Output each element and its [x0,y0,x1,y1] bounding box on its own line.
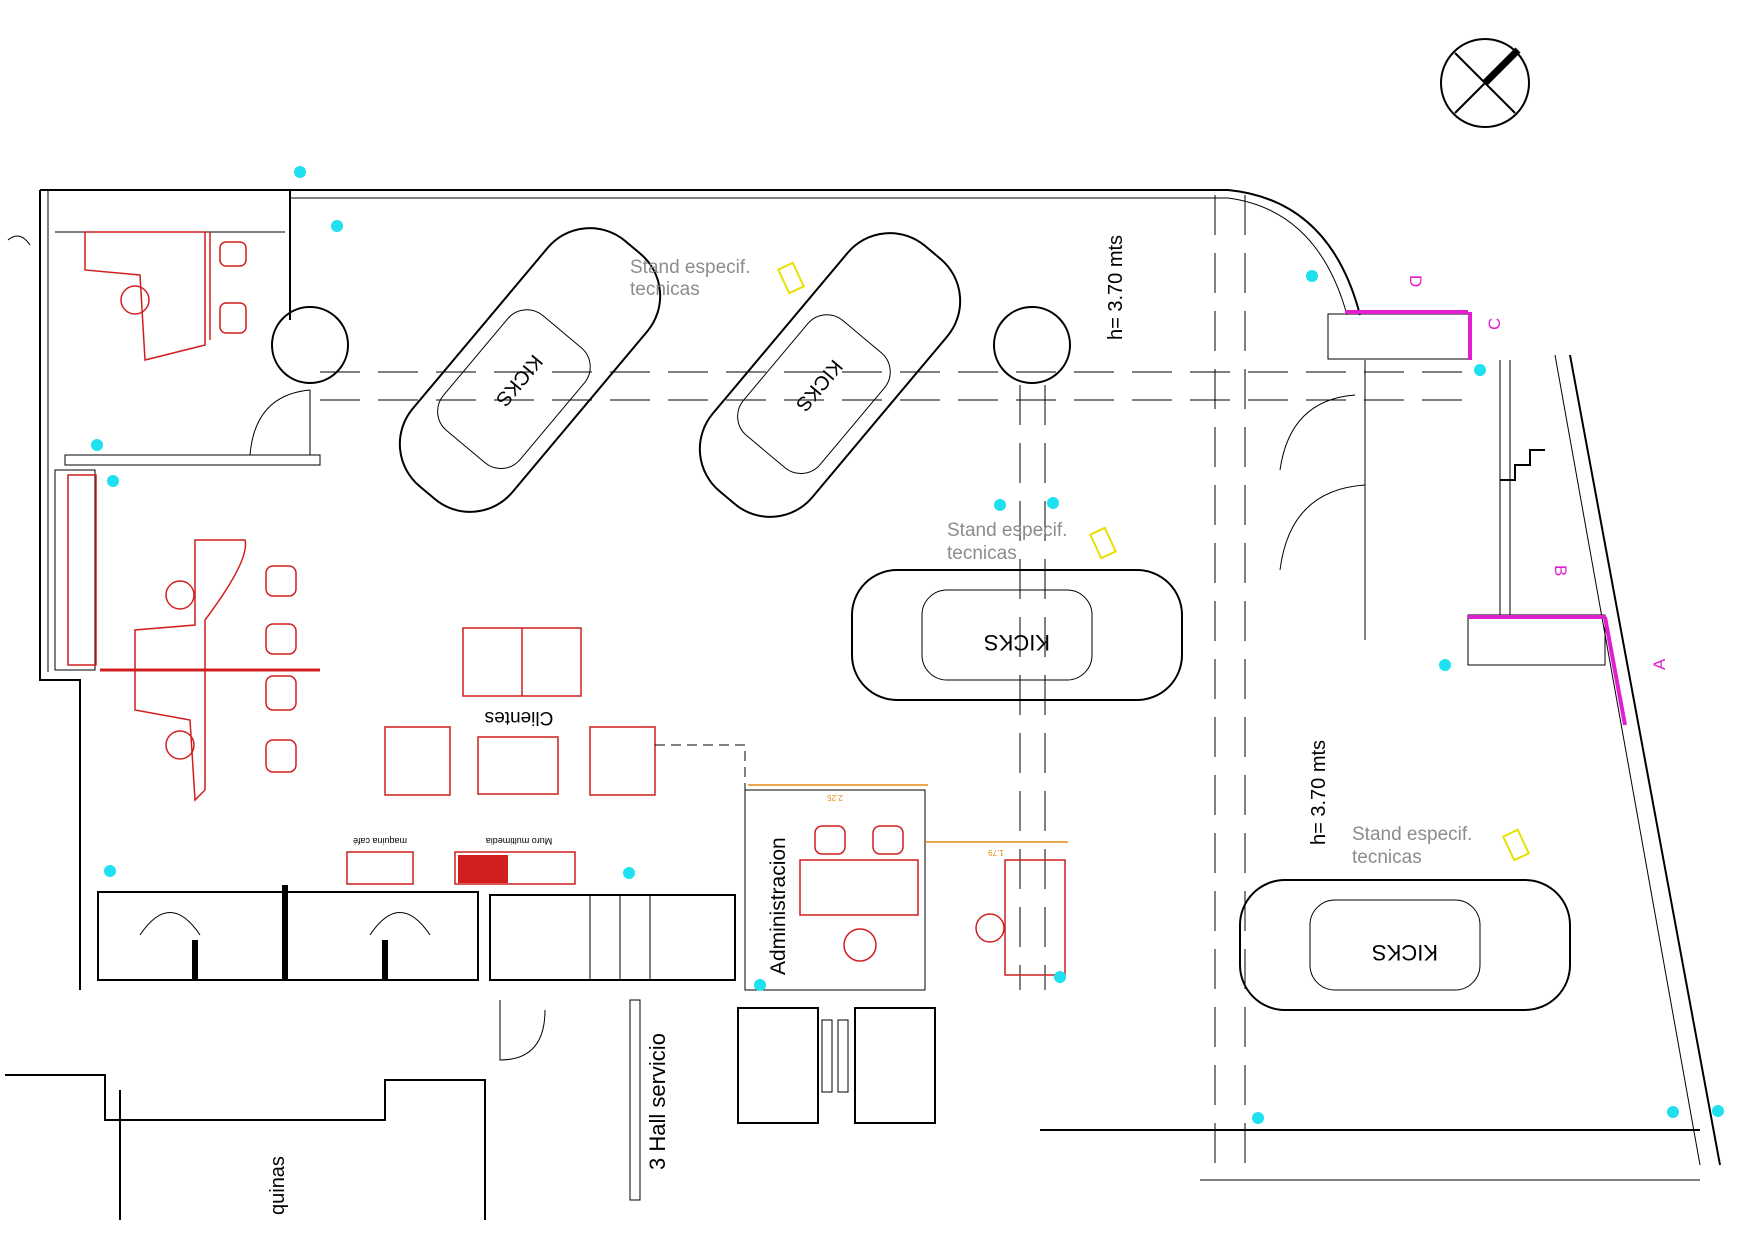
car-4-brand: KICKS [1372,940,1438,965]
stairs-hall: 3 Hall servicio [489,894,936,1201]
columns [271,195,1480,1165]
section-mark-d: D [1406,275,1425,287]
multimedia-wall-label: Muro multimedia [486,836,553,846]
stand-labels: Stand especif. tecnicas Stand especif. t… [630,257,1531,868]
coffee-machine-label: maquina café [353,836,407,846]
light-point-icon [91,166,1724,1124]
office-top-left [54,231,321,671]
stand-1-line-1: Stand especif. [630,257,750,278]
machines-room: quinas [5,1074,486,1220]
administration-office: Administracion 2.25 1.79 [655,744,1068,991]
stand-2-line-2: tecnicas [947,543,1017,564]
machines-label: quinas [267,1156,289,1215]
client-lounge: Clientes [384,627,656,796]
service-counters: maquina café Muro multimedia [346,836,576,885]
section-mark-c: C [1485,318,1504,330]
entrance-vestibule: D C B A [1279,275,1669,726]
car-1-brand: KICKS [491,350,546,410]
dimension-label-2: 1.79 [988,848,1004,857]
stand-1-line-2: tecnicas [630,279,700,300]
stand-3-line-1: Stand especif. [1352,824,1472,845]
north-arrow-icon [1440,38,1530,128]
car-icon: KICKS KICKS KICKS KICKS [398,227,1571,1011]
dimension-label-1: 2.25 [827,793,843,802]
height-label-top: h= 3.70 mts [1105,235,1127,340]
outer-walls [7,189,1721,1181]
section-mark-a: A [1650,658,1669,670]
section-mark-b: B [1551,565,1570,576]
car-2-brand: KICKS [791,355,846,415]
height-label-right: h= 3.70 mts [1308,740,1330,845]
workstations [100,539,320,802]
chair-icon [120,241,1005,962]
hall-label: 3 Hall servicio [645,1033,670,1170]
clients-label: Clientes [485,707,554,728]
stand-2-line-1: Stand especif. [947,520,1067,541]
stand-3-line-2: tecnicas [1352,847,1422,868]
administration-label: Administracion [767,837,790,975]
car-3-brand: KICKS [984,630,1050,655]
restrooms [97,885,479,981]
